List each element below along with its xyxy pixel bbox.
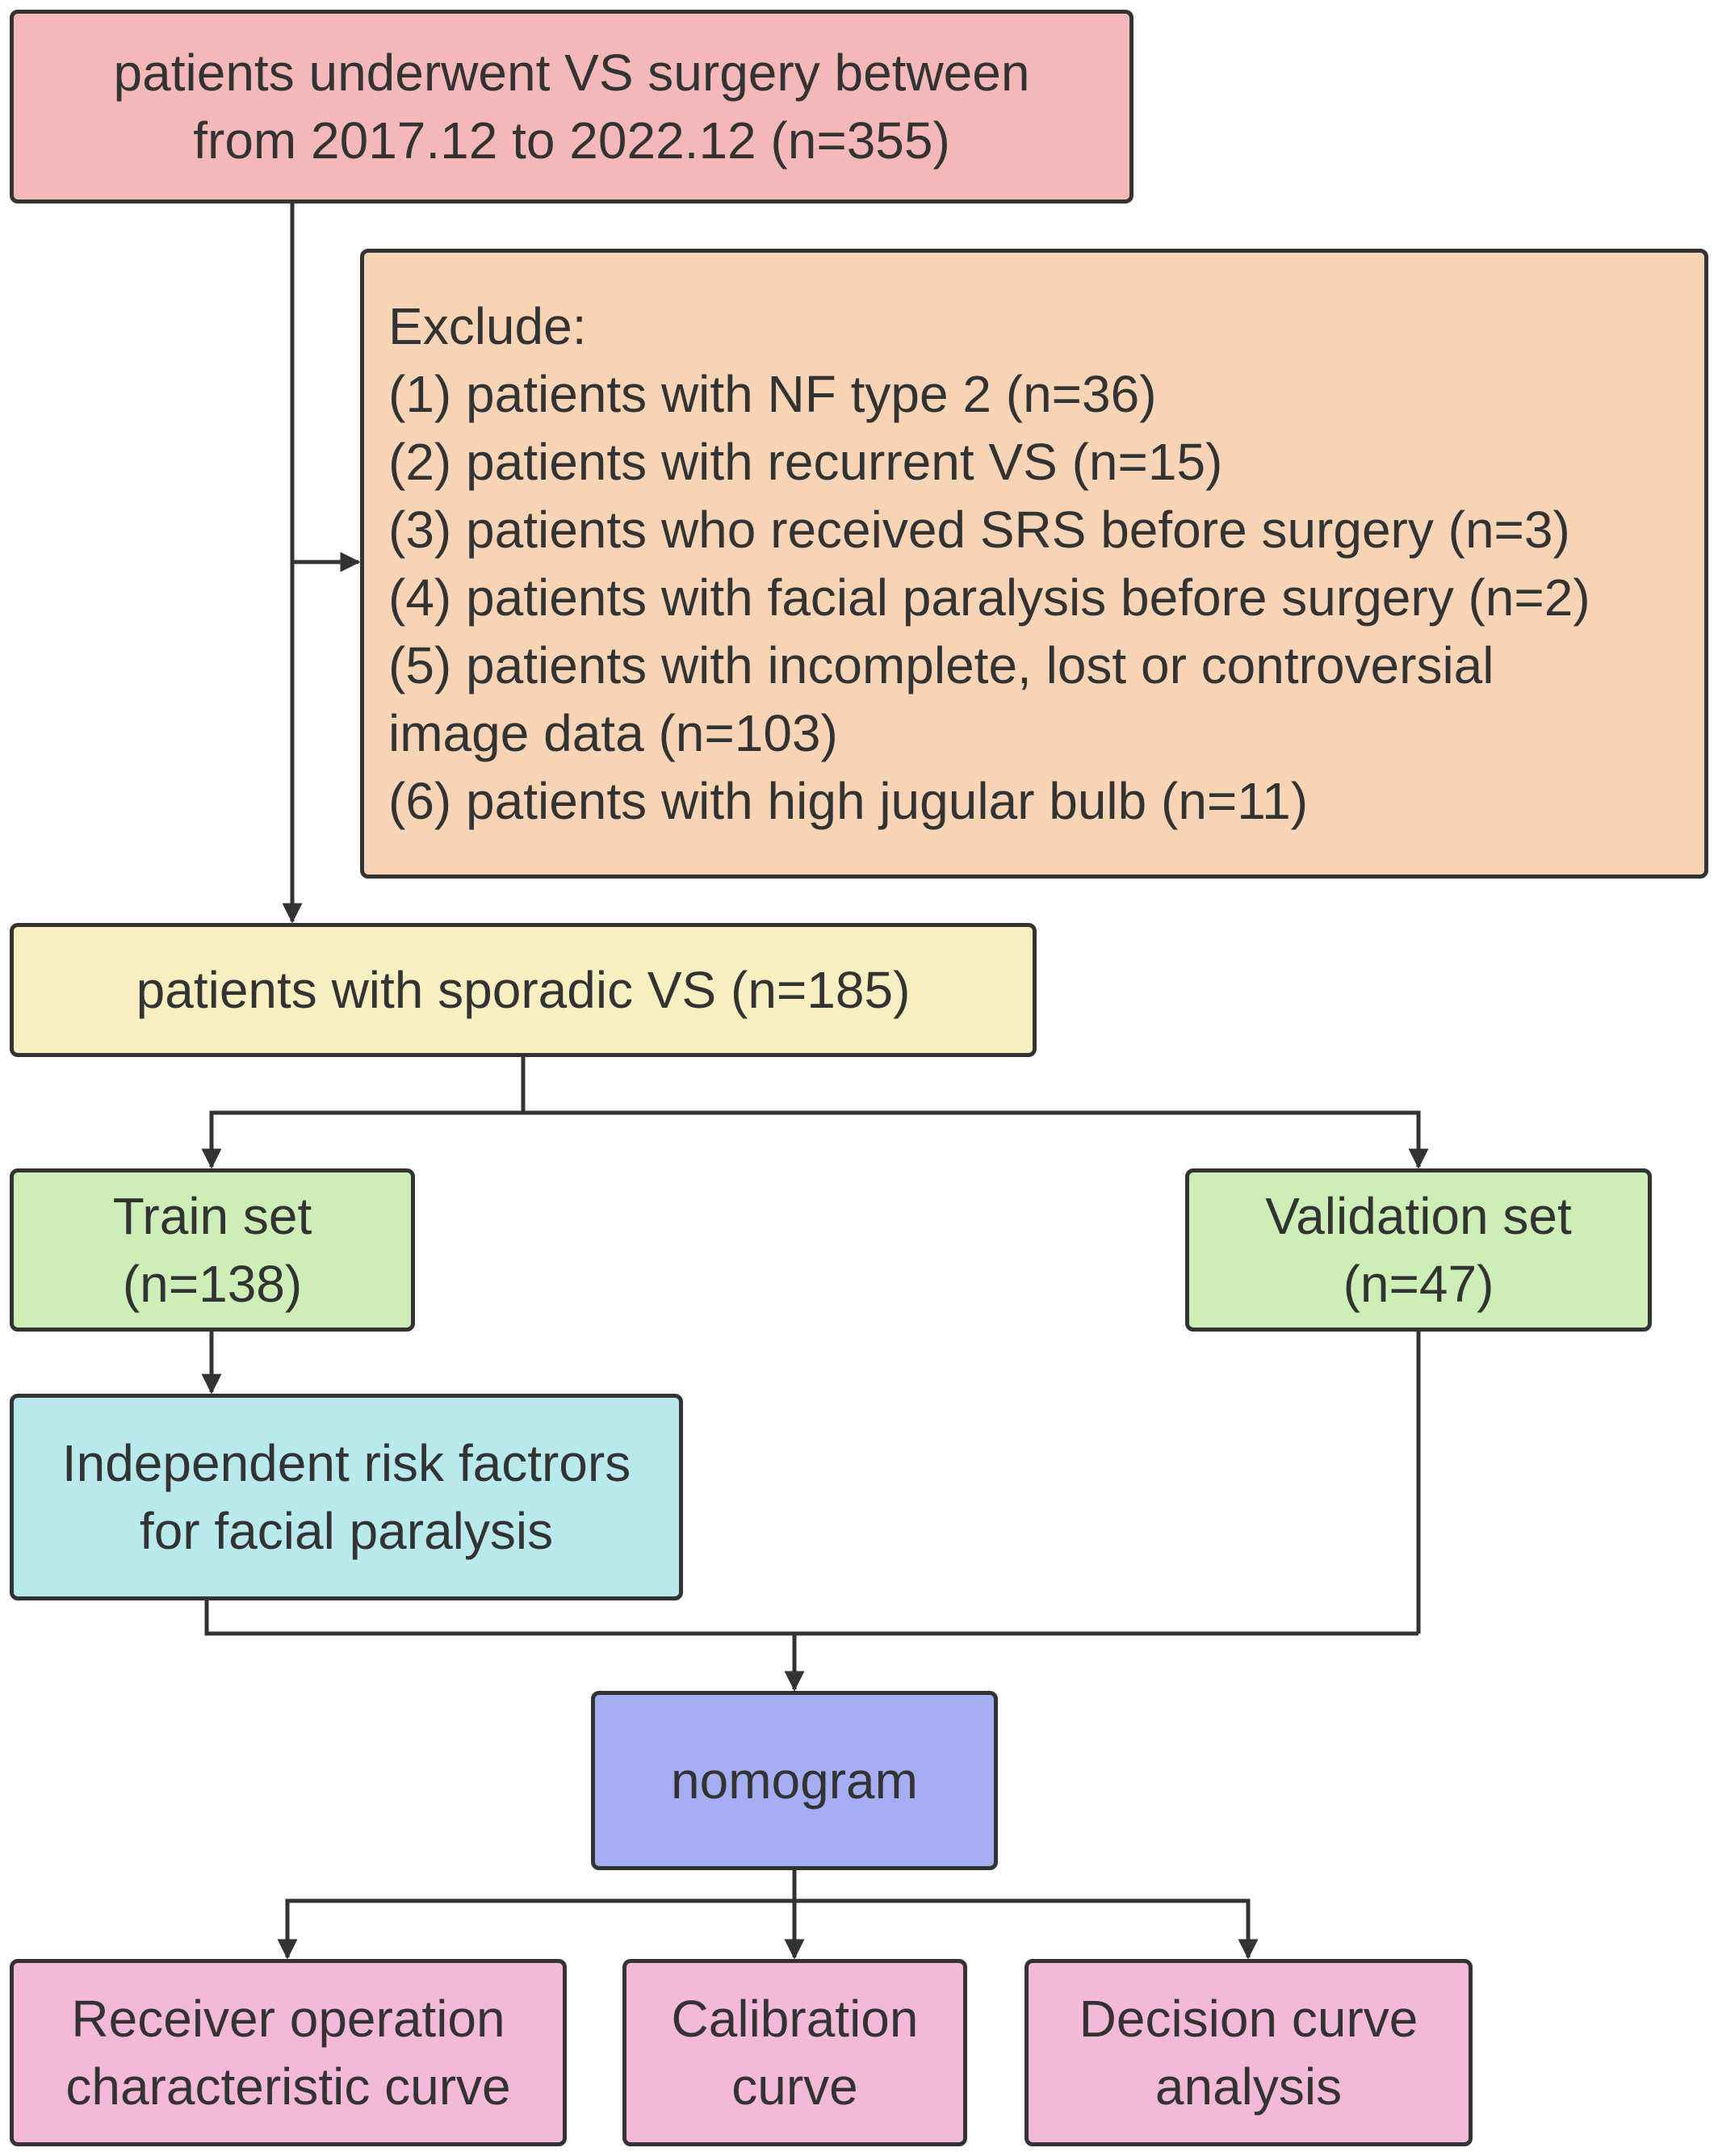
node-calibration-curve: Calibration curve xyxy=(622,1959,967,2146)
exclusion-heading: Exclude: xyxy=(388,297,587,355)
node-sporadic-vs: patients with sporadic VS (n=185) xyxy=(10,923,1037,1057)
node-text-line: from 2017.12 to 2022.12 (n=355) xyxy=(193,111,950,170)
edge-sporadic-to-train xyxy=(201,1057,526,1169)
node-text-line: Validation set xyxy=(1265,1187,1572,1245)
node-start-cohort: patients underwent VS surgery between fr… xyxy=(10,10,1133,203)
edge-nomogram-to-roc xyxy=(277,1898,794,1960)
node-roc-curve: Receiver operation characteristic curve xyxy=(10,1959,567,2146)
node-exclusion-criteria: Exclude: (1) patients with NF type 2 (n=… xyxy=(360,249,1708,879)
node-text-line: analysis xyxy=(1154,2057,1343,2116)
edge-risk-to-nomogram xyxy=(204,1600,1418,1636)
node-risk-factors: Independent risk factrors for facial par… xyxy=(10,1394,683,1600)
node-validation-set: Validation set (n=47) xyxy=(1185,1168,1652,1332)
node-train-set: Train set (n=138) xyxy=(10,1168,415,1332)
node-text-line: Calibration xyxy=(671,1990,919,2048)
exclusion-item: (2) patients with recurrent VS (n=15) xyxy=(388,433,1223,491)
node-nomogram: nomogram xyxy=(591,1691,998,1870)
node-decision-curve: Decision curve analysis xyxy=(1025,1959,1473,2146)
exclusion-item-continued: image data (n=103) xyxy=(388,704,838,762)
exclusion-item: (1) patients with NF type 2 (n=36) xyxy=(388,365,1157,423)
node-text-line: Independent risk factrors xyxy=(61,1434,631,1492)
node-text-line: (n=138) xyxy=(122,1255,303,1313)
node-text-line: curve xyxy=(731,2057,858,2116)
node-text-line: for facial paralysis xyxy=(139,1502,554,1560)
node-text-line: characteristic curve xyxy=(65,2057,511,2116)
exclusion-item: (3) patients who received SRS before sur… xyxy=(388,501,1570,559)
node-text-line: patients with sporadic VS (n=185) xyxy=(136,961,911,1019)
edge-sporadic-to-validation xyxy=(523,1110,1429,1169)
exclusion-item: (5) patients with incomplete, lost or co… xyxy=(388,636,1494,694)
node-text-line: Decision curve xyxy=(1079,1990,1418,2048)
exclusion-item: (4) patients with facial paralysis befor… xyxy=(388,568,1590,627)
node-text-line: nomogram xyxy=(671,1751,918,1810)
node-text-line: patients underwent VS surgery between xyxy=(113,44,1030,102)
node-text-line: (n=47) xyxy=(1343,1255,1494,1313)
node-text-line: Train set xyxy=(112,1187,312,1245)
exclusion-item: (6) patients with high jugular bulb (n=1… xyxy=(388,772,1309,830)
node-text-line: Receiver operation xyxy=(71,1990,505,2048)
edge-nomogram-to-dca xyxy=(794,1898,1259,1960)
